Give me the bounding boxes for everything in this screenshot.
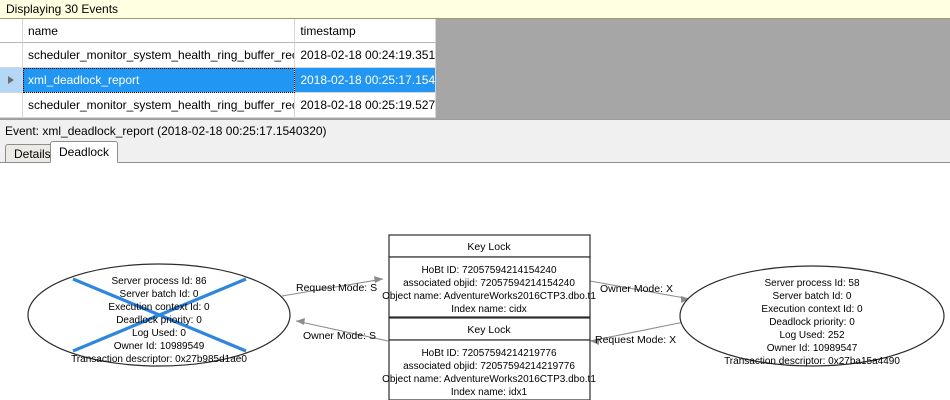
table-row[interactable]: scheduler_monitor_system_health_ring_buf… <box>0 43 437 68</box>
process-node-survivor[interactable]: Server process Id: 58 Server batch Id: 0… <box>679 265 945 367</box>
cell-name[interactable]: xml_deadlock_report <box>22 68 296 93</box>
table-row-selected[interactable]: xml_deadlock_report 2018-02-18 00:25:17.… <box>0 68 437 93</box>
survivor-line-0: Server process Id: 58 <box>764 278 859 289</box>
table-row[interactable]: scheduler_monitor_system_health_ring_buf… <box>0 93 437 118</box>
grid-header-name[interactable]: name <box>22 19 296 43</box>
edge-request-bottom-right <box>589 320 690 345</box>
resource-top-line-0: HoBt ID: 72057594214154240 <box>421 265 557 276</box>
edge-owner-bottom-left <box>295 318 389 342</box>
svg-text:Request Mode: S: Request Mode: S <box>296 282 377 294</box>
resource-bottom-line-0: HoBt ID: 72057594214219776 <box>421 348 557 359</box>
resource-top-line-1: associated objid: 72057594214154240 <box>403 278 575 289</box>
victim-cross-line-2 <box>72 277 247 353</box>
tab-strip: Details Deadlock <box>0 141 950 163</box>
survivor-line-4: Log Used: 252 <box>779 330 844 341</box>
event-caption: Event: xml_deadlock_report (2018-02-18 0… <box>0 121 950 141</box>
grid-header-timestamp[interactable]: timestamp <box>295 19 437 43</box>
victim-line-5: Owner Id: 10989549 <box>114 341 205 352</box>
tab-deadlock[interactable]: Deadlock <box>50 141 119 163</box>
events-grid[interactable]: name timestamp scheduler_monitor_system_… <box>0 19 437 118</box>
survivor-line-3: Deadlock priority: 0 <box>769 317 855 328</box>
survivor-line-6: Transaction descriptor: 0x27ba15a4490 <box>724 356 900 367</box>
row-selector-cell[interactable] <box>0 93 23 118</box>
victim-line-4: Log Used: 0 <box>132 328 186 339</box>
survivor-line-2: Execution context Id: 0 <box>761 304 863 315</box>
survivor-line-1: Server batch Id: 0 <box>773 291 852 302</box>
edge-label-request-top-left: Request Mode: S <box>296 282 377 294</box>
edge-label-owner-top-right: Owner Mode: X <box>600 283 673 295</box>
deadlock-graph-canvas[interactable]: Server process Id: 86 Server batch Id: 0… <box>0 162 950 400</box>
row-selector-cell[interactable] <box>0 68 23 93</box>
resource-node-key-lock-bottom[interactable]: Key Lock HoBt ID: 72057594214219776 asso… <box>382 317 596 400</box>
victim-line-0: Server process Id: 86 <box>111 276 206 287</box>
grid-header-row: name timestamp <box>0 19 437 43</box>
victim-line-3: Deadlock priority: 0 <box>116 315 202 326</box>
grid-header-selector <box>0 19 23 43</box>
events-grid-panel: name timestamp scheduler_monitor_system_… <box>0 19 950 120</box>
resource-node-key-lock-top[interactable]: Key Lock HoBt ID: 72057594214154240 asso… <box>382 234 596 318</box>
cell-name[interactable]: scheduler_monitor_system_health_ring_buf… <box>22 93 296 118</box>
edge-label-owner-bottom-left: Owner Mode: S <box>303 330 376 342</box>
resource-top-line-3: Index name: cidx <box>451 304 527 315</box>
resource-bottom-line-1: associated objid: 72057594214219776 <box>403 361 575 372</box>
status-bar: Displaying 30 Events <box>0 0 950 19</box>
edge-label-request-bottom-right: Request Mode: X <box>595 334 676 346</box>
cell-timestamp[interactable]: 2018-02-18 00:24:19.3516078 <box>295 43 437 68</box>
resource-bottom-line-2: Object name: AdventureWorks2016CTP3.dbo.… <box>382 374 596 385</box>
svg-text:Request Mode: X: Request Mode: X <box>595 334 676 346</box>
displaying-events-label: Displaying 30 Events <box>6 2 119 16</box>
resource-top-line-2: Object name: AdventureWorks2016CTP3.dbo.… <box>382 291 596 302</box>
edge-owner-top-right <box>589 280 691 303</box>
row-selector-cell[interactable] <box>0 43 23 68</box>
cell-name[interactable]: scheduler_monitor_system_health_ring_buf… <box>22 43 296 68</box>
resource-bottom-title: Key Lock <box>467 324 511 336</box>
victim-line-6: Transaction descriptor: 0x27b985d1ae0 <box>71 354 247 365</box>
victim-line-1: Server batch Id: 0 <box>120 289 199 300</box>
svg-text:Owner Mode: X: Owner Mode: X <box>600 283 673 295</box>
resource-top-title: Key Lock <box>467 241 511 253</box>
cell-timestamp[interactable]: 2018-02-18 00:25:17.1540320 <box>295 68 437 93</box>
survivor-line-5: Owner Id: 10989547 <box>767 343 858 354</box>
victim-line-2: Execution context Id: 0 <box>108 302 210 313</box>
process-node-victim[interactable]: Server process Id: 86 Server batch Id: 0… <box>27 263 291 367</box>
svg-text:Owner Mode: S: Owner Mode: S <box>303 330 376 342</box>
play-triangle-icon <box>7 76 14 84</box>
resource-bottom-line-3: Index name: idx1 <box>451 387 528 398</box>
edge-request-top-left <box>281 276 384 297</box>
cell-timestamp[interactable]: 2018-02-18 00:25:19.5276859 <box>295 93 437 118</box>
